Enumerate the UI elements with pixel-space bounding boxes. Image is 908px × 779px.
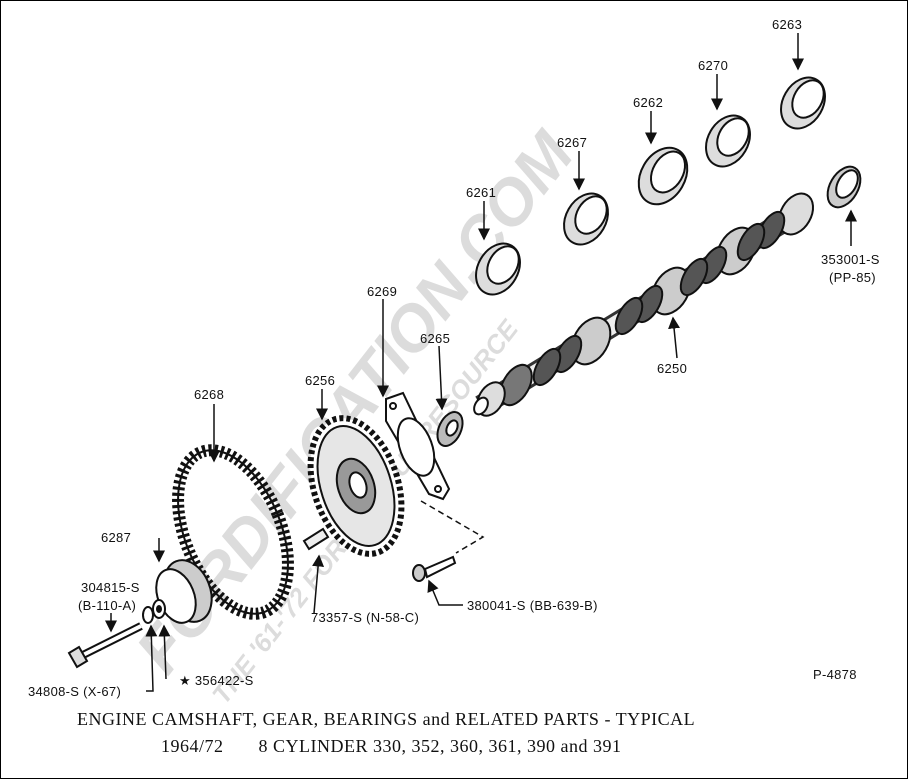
bolt-34808	[67, 622, 143, 669]
label-washer-304815: 304815-S	[81, 580, 140, 595]
label-washer-304815-code: (B-110-A)	[78, 598, 137, 613]
screw-380041	[412, 555, 457, 582]
bearing-6261	[475, 242, 521, 296]
label-pin: 73357-S (N-58-C)	[311, 610, 420, 625]
gear-6256	[307, 415, 405, 557]
caption-line-2: 1964/72 8 CYLINDER 330, 352, 360, 361, 3…	[161, 736, 622, 756]
spacer-6287	[155, 559, 213, 624]
washer-304815	[142, 599, 166, 624]
label-screw: 380041-S (BB-639-B)	[467, 598, 598, 613]
label-bearing-6262: 6262	[633, 95, 664, 110]
label-bearing-6267: 6267	[557, 135, 588, 150]
label-bolt: 34808-S (X-67)	[28, 684, 122, 699]
caption-line-1: ENGINE CAMSHAFT, GEAR, BEARINGS and RELA…	[77, 709, 696, 729]
label-seal-code: (PP-85)	[829, 270, 876, 285]
bearing-6263	[780, 76, 826, 130]
label-bearing-6270: 6270	[698, 58, 729, 73]
pin-73357	[302, 527, 330, 551]
label-spacer: 6287	[101, 530, 132, 545]
alignment-lines	[420, 500, 485, 554]
label-bearing-6261: 6261	[466, 185, 497, 200]
label-gasket: 6269	[367, 284, 398, 299]
bearing-6270	[705, 114, 751, 168]
camshaft	[473, 192, 815, 417]
figure-code: P-4878	[813, 667, 857, 682]
label-camshaft: 6250	[657, 361, 688, 376]
label-seal: 353001-S	[821, 252, 880, 267]
label-bearing-6263: 6263	[772, 17, 803, 32]
gasket-6269	[385, 391, 451, 501]
bearing-6262	[637, 146, 689, 206]
seal-353001	[826, 165, 862, 209]
label-star-part: ★ 356422-S	[179, 673, 254, 688]
washer-6265	[436, 411, 464, 447]
leader-lines	[105, 33, 857, 692]
bearing-6267	[563, 192, 609, 246]
label-gear: 6256	[305, 373, 336, 388]
timing-chain-6268	[172, 444, 294, 620]
label-chain: 6268	[194, 387, 225, 402]
label-washer-6265: 6265	[420, 331, 451, 346]
